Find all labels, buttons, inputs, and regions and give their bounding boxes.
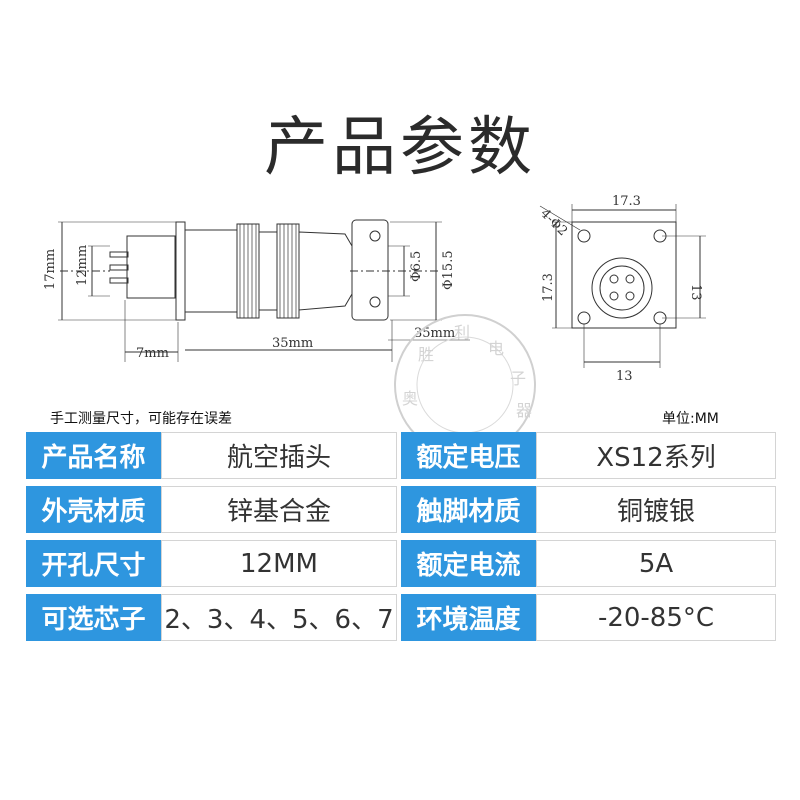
spec-value: -20-85°C [536, 594, 776, 641]
technical-drawing: 17mm 12mm 7mm 35mm 35mm Φ6.5 Φ15.5 17.3 … [43, 194, 706, 384]
dim-17mm-label: 17mm [43, 249, 58, 290]
spec-value: 航空插头 [161, 432, 397, 479]
dim-35mm-label: 35mm [272, 336, 313, 351]
measurement-note: 手工测量尺寸，可能存在误差 [50, 411, 232, 427]
spec-table: 产品名称 航空插头 额定电压 XS12系列 外壳材质 锌基合金 触脚材质 铜镀银… [26, 432, 776, 644]
spec-value: 铜镀银 [536, 486, 776, 533]
dim-12mm-label: 12mm [75, 245, 90, 286]
dim-phi155-label: Φ15.5 [441, 250, 456, 290]
dim-phi65-label: Φ6.5 [409, 251, 424, 282]
page-title: 产品参数 [264, 111, 536, 185]
spec-label: 外壳材质 [26, 486, 161, 533]
spec-label: 产品名称 [26, 432, 161, 479]
dim-bottom-label: 13 [616, 369, 633, 384]
spec-value: 12MM [161, 540, 397, 587]
spec-label: 额定电流 [401, 540, 536, 587]
spec-label: 开孔尺寸 [26, 540, 161, 587]
dim-left-label: 17.3 [541, 273, 556, 302]
spec-label: 触脚材质 [401, 486, 536, 533]
spec-value: 锌基合金 [161, 486, 397, 533]
unit-note: 单位:MM [662, 411, 719, 427]
spec-label: 额定电压 [401, 432, 536, 479]
spec-value: XS12系列 [536, 432, 776, 479]
dim-holes-label: 4-Φ2 [537, 206, 570, 239]
spec-value: 2、3、4、5、6、7 [161, 594, 397, 641]
dim-35mm-label-right: 35mm [414, 326, 455, 341]
dim-right-label: 13 [688, 284, 703, 301]
dim-7mm-label: 7mm [136, 346, 169, 361]
spec-value: 5A [536, 540, 776, 587]
watermark-char-6: 器 [516, 401, 532, 420]
spec-label: 可选芯子 [26, 594, 161, 641]
dim-top-label: 17.3 [612, 194, 641, 209]
spec-label: 环境温度 [401, 594, 536, 641]
